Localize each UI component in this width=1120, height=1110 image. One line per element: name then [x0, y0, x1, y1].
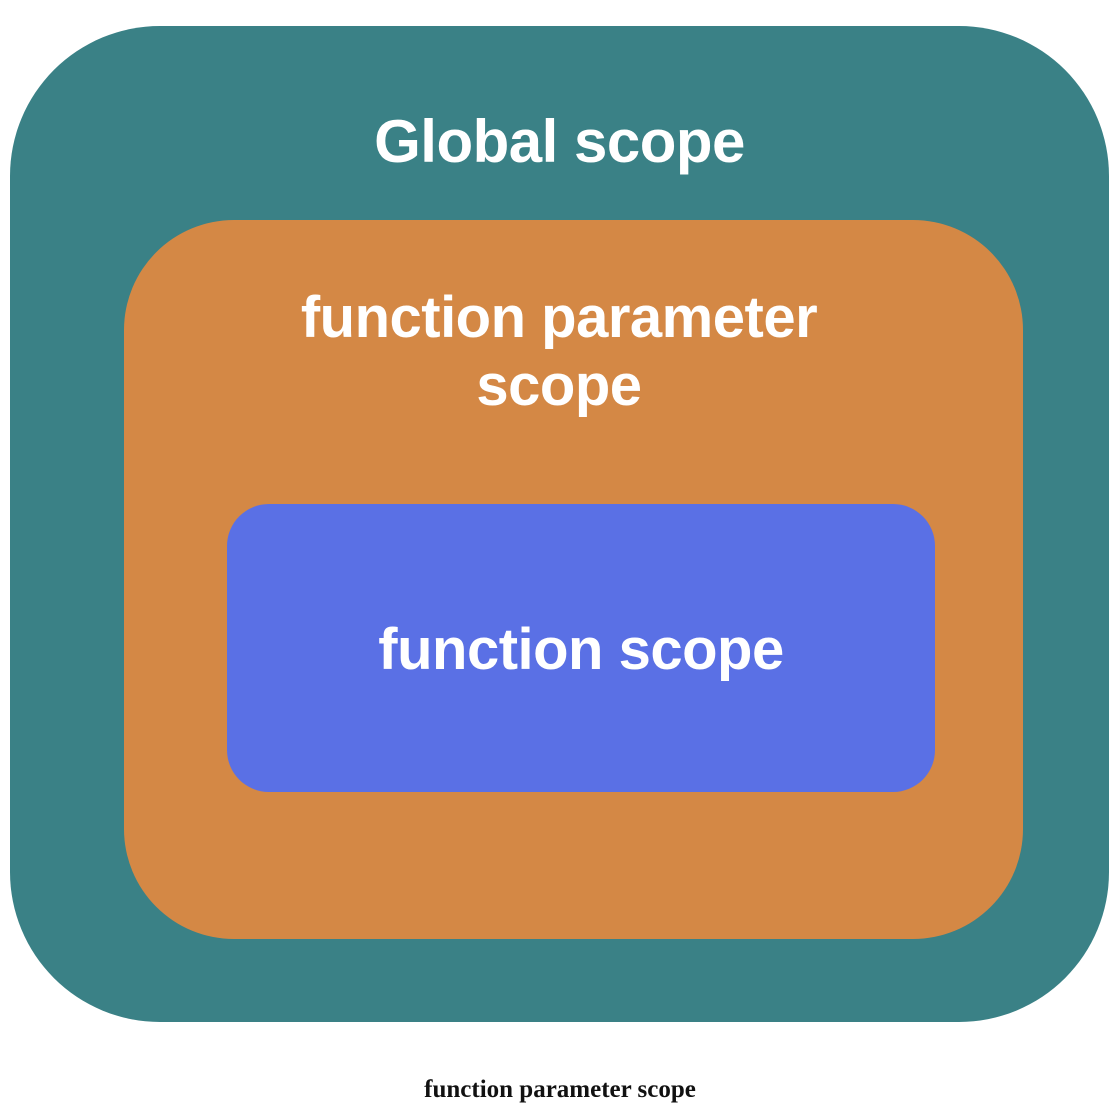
function-parameter-scope-label: function parameter scope	[300, 285, 818, 418]
function-scope-label: function scope	[378, 617, 784, 682]
function-scope-box: function scope	[227, 504, 935, 792]
global-scope-box: Global scope function parameter scope fu…	[10, 26, 1109, 1022]
global-scope-label: Global scope	[374, 108, 745, 175]
function-parameter-scope-box: function parameter scope function scope	[124, 220, 1023, 939]
figure-caption: function parameter scope	[424, 1076, 696, 1103]
